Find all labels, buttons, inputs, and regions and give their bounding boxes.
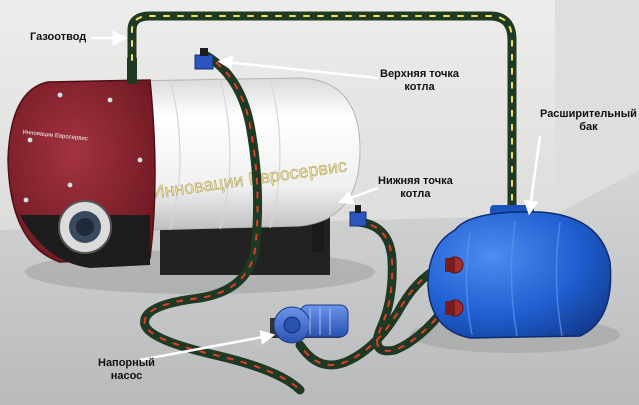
boiler-top-point-line1: Верхняя точка	[380, 68, 459, 80]
lower-valve	[349, 205, 367, 227]
expansion-tank-line1: Расширительный	[540, 108, 637, 120]
expansion-tank	[427, 205, 612, 339]
gas-outlet-stack	[127, 58, 137, 84]
expansion-tank-label: Расширительный бак	[540, 108, 637, 134]
tank-nozzle-bottom	[445, 299, 464, 317]
expansion-tank-line2: бак	[579, 121, 598, 133]
pressure-pump	[270, 304, 349, 344]
callout-arrows	[92, 30, 542, 362]
pressure-pump-label: Напорный насос	[98, 357, 155, 383]
boiler-bottom-point-line1: Нижняя точка	[378, 175, 453, 187]
boiler-bottom-point-label: Нижняя точка котла	[378, 175, 453, 201]
corner-wall	[555, 0, 639, 215]
tank-nozzle-top	[445, 256, 464, 274]
burner-port	[58, 200, 112, 254]
pressure-pump-line2: насос	[110, 370, 143, 382]
gas-outlet-label: Газоотвод	[30, 31, 87, 43]
boiler-top-point-line2: котла	[404, 81, 435, 93]
boiler-top-point-label: Верхняя точка котла	[380, 68, 459, 94]
boiler-bottom-point-line2: котла	[400, 188, 431, 200]
door-bolts	[23, 92, 143, 203]
upper-valve	[194, 48, 214, 70]
flow-arrows	[131, 15, 513, 391]
pressure-pump-line1: Напорный	[98, 357, 155, 369]
